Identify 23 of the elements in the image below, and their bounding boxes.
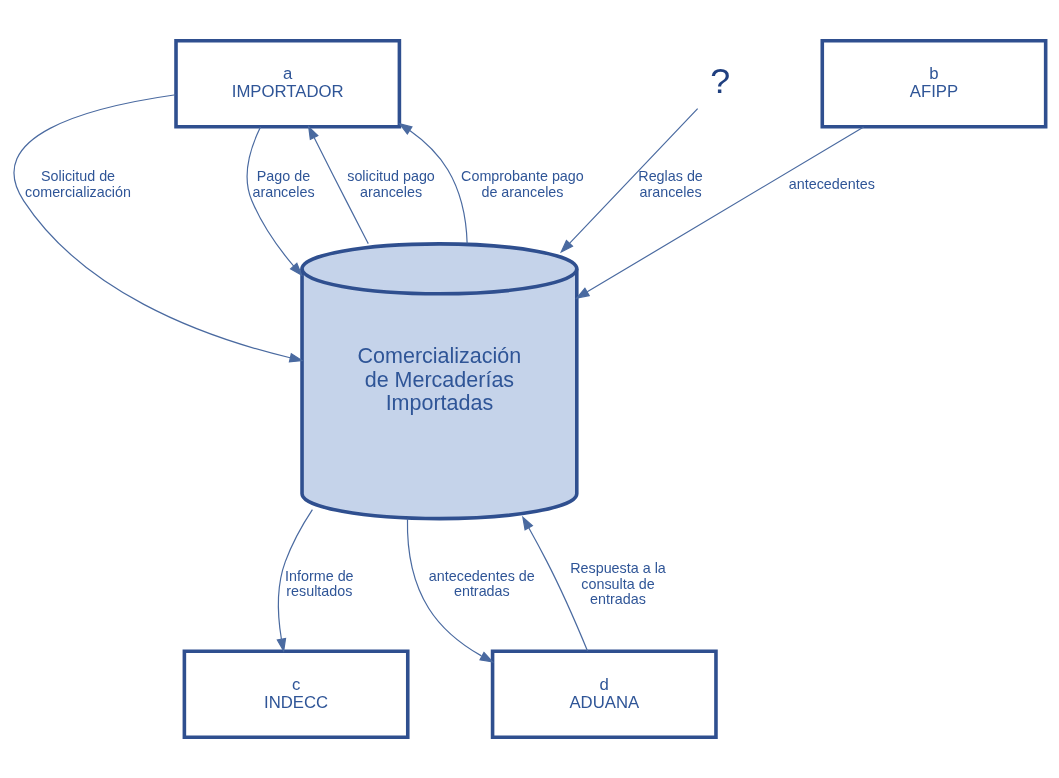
arrow [575, 126, 865, 299]
arrow [246, 126, 303, 277]
arrow [406, 518, 495, 663]
edge-label: Respuesta a la consulta de entradas [570, 560, 666, 608]
arrow [276, 508, 313, 653]
arrow [13, 94, 304, 363]
node-box: c INDECC [182, 649, 410, 739]
arrow [522, 515, 589, 652]
edge-label: antecedentes [788, 176, 875, 193]
edge-label: Comprobante pago de aranceles [461, 168, 584, 200]
edge-label: Solicitud de comercialización [25, 168, 132, 200]
arrow [560, 108, 699, 254]
edge-label: Reglas de aranceles [638, 168, 703, 200]
edge-label: antecedentes de entradas [428, 567, 535, 600]
arrow [307, 125, 369, 245]
node-box: b AFIPP [820, 39, 1048, 129]
arrow [398, 122, 468, 245]
node-box: a IMPORTADOR [174, 39, 402, 129]
edge-label: Pago de aranceles [252, 168, 315, 200]
edge-label: solicitud pago aranceles [347, 168, 435, 200]
node-box: d ADUANA [490, 649, 718, 739]
edge-label: Informe de resultados [285, 567, 354, 600]
node-text: ? [710, 60, 731, 101]
